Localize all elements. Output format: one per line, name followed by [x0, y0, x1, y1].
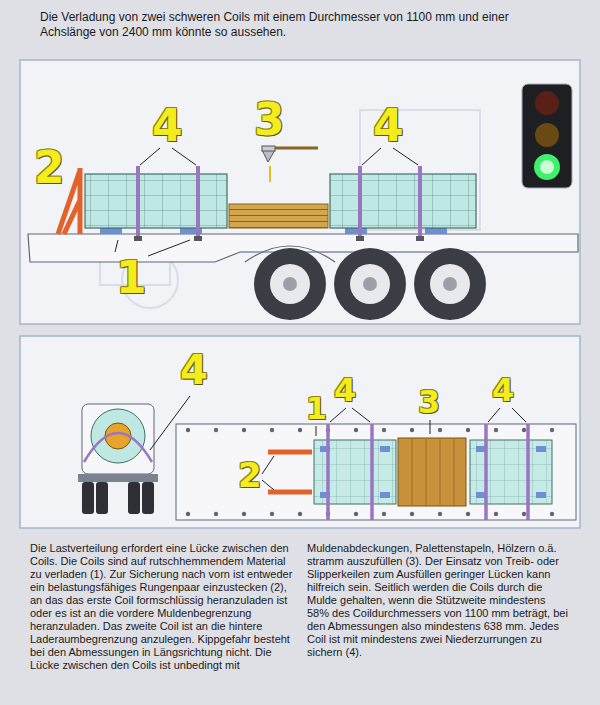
caption: Die Lastverteilung erfordert eine Lücke …	[30, 542, 570, 672]
callout-number: 4	[180, 350, 208, 390]
rivet	[494, 512, 498, 516]
rivet	[466, 428, 470, 432]
lashing-strap	[328, 424, 528, 520]
rivet	[242, 512, 246, 516]
gap-filler	[229, 204, 328, 228]
title: Die Verladung von zwei schweren Coils mi…	[40, 10, 560, 40]
rivet	[270, 428, 274, 432]
stanchion	[268, 452, 312, 492]
rivet	[186, 512, 190, 516]
callout-number: 3	[418, 386, 440, 418]
rivet	[382, 512, 386, 516]
rivet	[382, 428, 386, 432]
rivet	[494, 428, 498, 432]
traffic-light	[522, 84, 572, 188]
end-view	[78, 404, 158, 514]
rivet	[214, 428, 218, 432]
lashing-strap	[138, 166, 420, 236]
callout-number: 4	[492, 374, 514, 406]
rivet	[270, 512, 274, 516]
rivet	[466, 512, 470, 516]
gap-filler	[398, 438, 466, 506]
rivet	[410, 428, 414, 432]
rivet	[298, 428, 302, 432]
callout-number: 4	[152, 104, 183, 148]
callout-number: 1	[116, 256, 147, 300]
rivet	[522, 428, 526, 432]
rivet	[550, 512, 554, 516]
callout-number: 3	[254, 98, 285, 142]
rivet	[298, 512, 302, 516]
rivet	[438, 428, 442, 432]
callout-number: 2	[238, 458, 262, 492]
rivet	[410, 512, 414, 516]
rivet	[186, 428, 190, 432]
callout-number: 1	[306, 394, 327, 424]
coil	[470, 440, 552, 504]
coil	[85, 174, 227, 228]
rivet	[522, 512, 526, 516]
rivet	[438, 512, 442, 516]
trailer-top-view	[176, 424, 576, 520]
wheels	[245, 246, 486, 320]
callout-number: 4	[373, 104, 404, 148]
panel	[20, 60, 580, 324]
rivet	[354, 512, 358, 516]
callout-number: 2	[34, 146, 65, 190]
rivet	[550, 428, 554, 432]
panel	[20, 336, 580, 528]
rivet	[242, 428, 246, 432]
coil	[330, 174, 476, 228]
hammer	[262, 146, 318, 182]
anti-slip-mat	[100, 228, 122, 234]
rivet	[354, 428, 358, 432]
callout-number: 4	[334, 374, 356, 406]
rivet	[214, 512, 218, 516]
